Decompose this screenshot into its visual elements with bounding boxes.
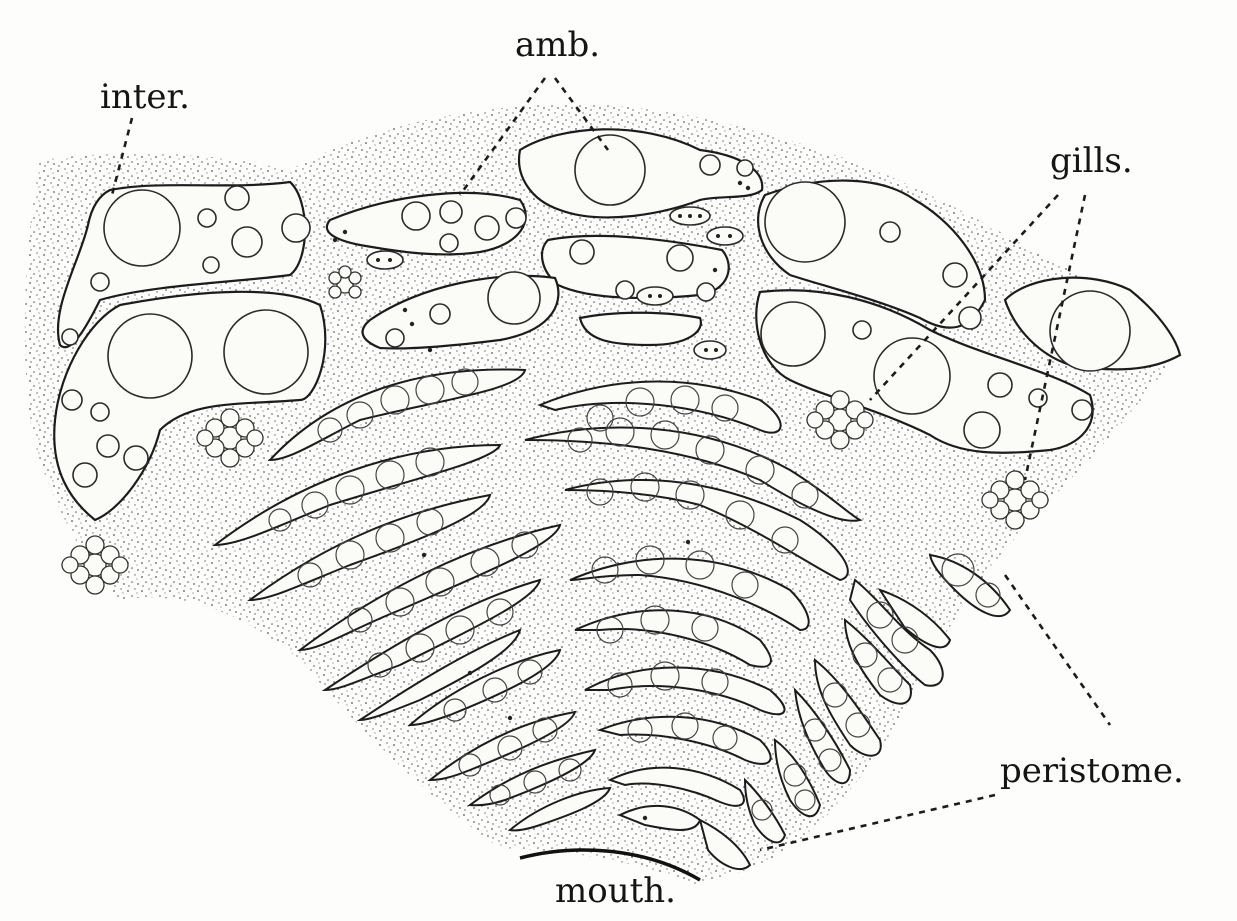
small-pore-plates (366, 206, 744, 360)
plate-beads (268, 368, 1001, 821)
gill-rosette-5 (981, 470, 1049, 530)
gills-leader-1 (869, 194, 1059, 401)
gill-rosette-4 (806, 390, 874, 450)
mouth-edge (519, 848, 701, 882)
peristome-leader-1 (1003, 574, 1112, 726)
label-inter: inter. (100, 77, 190, 117)
gills-leader-2 (1023, 194, 1087, 481)
label-gills: gills. (1050, 141, 1133, 181)
ambulacral-plates (325, 128, 764, 350)
peristome-plates (212, 368, 1012, 870)
label-peristome: peristome. (1000, 751, 1184, 791)
interambulacral-plates (53, 180, 327, 522)
gill-rosette-3 (328, 265, 362, 299)
gill-rosette-1 (196, 408, 264, 468)
amb-leader-left (458, 77, 547, 196)
inter-leader (110, 117, 134, 196)
gill-rosette-2 (61, 535, 129, 595)
label-mouth: mouth. (555, 871, 676, 911)
amb-leader-right (553, 77, 610, 151)
right-plates (755, 179, 1182, 454)
label-amb: amb. (515, 25, 600, 65)
pore-dots (332, 180, 751, 821)
peristome-leader-2 (759, 793, 996, 852)
